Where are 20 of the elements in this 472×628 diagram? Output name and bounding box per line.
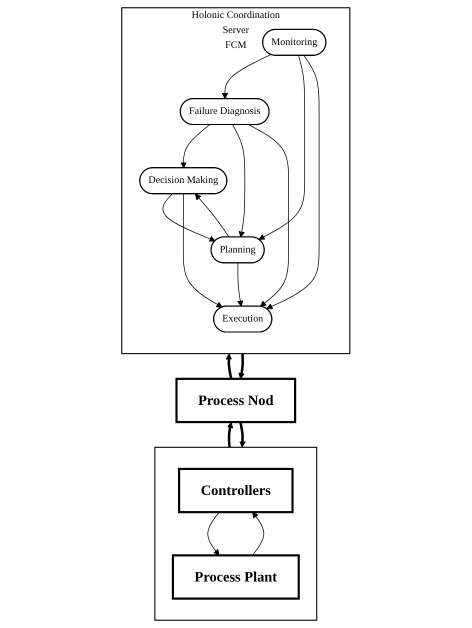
arrow — [252, 512, 264, 556]
arrow — [180, 124, 210, 168]
arrow — [248, 124, 290, 307]
arrow — [232, 124, 246, 238]
arrow — [208, 512, 220, 556]
arrow — [195, 194, 230, 238]
node-box: Process Plant — [172, 554, 300, 600]
node-box: Process Nod — [176, 378, 296, 424]
arrow — [183, 194, 223, 308]
arrow — [239, 422, 246, 448]
arrow — [266, 55, 320, 310]
node-box: Controllers — [178, 468, 294, 514]
arrow — [226, 353, 233, 380]
arrow — [222, 54, 272, 100]
arrow — [237, 262, 244, 307]
arrow — [227, 422, 234, 448]
arrow — [238, 354, 245, 380]
arrow — [258, 55, 306, 240]
arrow — [162, 194, 216, 242]
cluster — [154, 446, 318, 621]
